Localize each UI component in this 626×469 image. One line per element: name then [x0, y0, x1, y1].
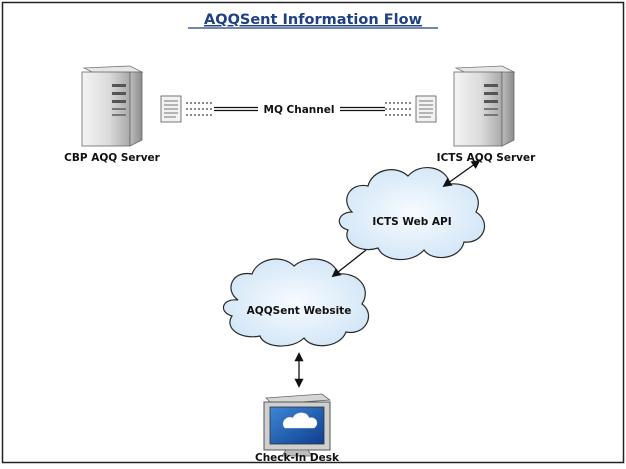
arrow-api-to-website [331, 249, 367, 278]
website-label: AQQSent Website [247, 305, 352, 317]
web-api-label: ICTS Web API [372, 216, 451, 228]
mq-channel-label: MQ Channel [264, 104, 335, 116]
icts-server-icon [453, 65, 516, 147]
monitor-icon [263, 393, 332, 457]
monitor-cloud-icon [282, 412, 318, 429]
left-packet-dots [186, 102, 214, 116]
icts-server-label: ICTS AQQ Server [437, 152, 536, 164]
web-api-cloud [338, 167, 486, 261]
website-cloud [222, 258, 369, 347]
diagram-title: AQQSent Information Flow [204, 12, 422, 28]
cbp-server-icon [81, 65, 144, 147]
right-document-icon [415, 95, 437, 123]
mq-channel-pipe [214, 106, 385, 112]
right-packet-dots [385, 102, 412, 116]
arrow-api-to-icts-server [442, 159, 481, 188]
cbp-server-label: CBP AQQ Server [64, 152, 161, 164]
left-document-icon [160, 95, 182, 123]
checkin-label: Check-In Desk [255, 452, 340, 464]
